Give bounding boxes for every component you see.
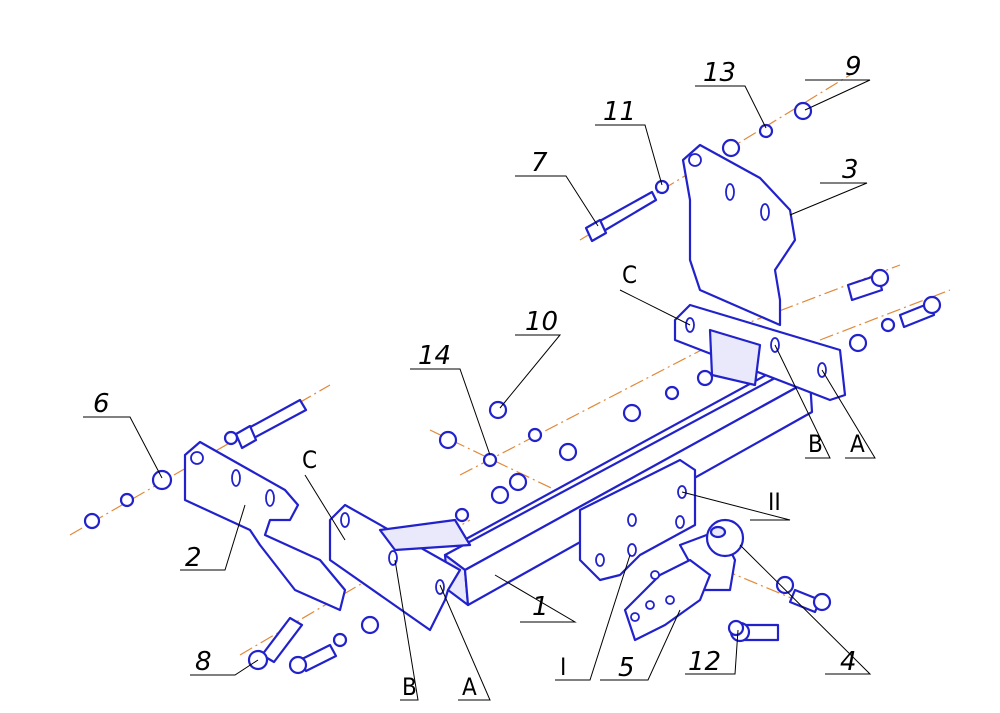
- bolt-7: [584, 190, 658, 243]
- washer-11: [654, 179, 670, 195]
- nut-9: [793, 101, 813, 121]
- washer-lower-right: [775, 575, 795, 595]
- washer-lower-left: [360, 615, 380, 635]
- callout-9: 9: [845, 52, 862, 82]
- washer-center-lower: [508, 472, 528, 492]
- bolt-lower-left: [288, 643, 338, 675]
- bolt-upper-left: [234, 398, 308, 450]
- marker-i: I: [560, 653, 566, 681]
- bolts: [234, 190, 942, 675]
- marker-ii: II: [768, 488, 781, 516]
- callout-2: 2: [185, 543, 202, 573]
- marker-c-left: C: [302, 446, 317, 474]
- callout-10: 10: [525, 307, 558, 337]
- lockwasher-left: [119, 492, 135, 508]
- nut-center-left: [438, 430, 458, 450]
- marker-b-right: B: [808, 430, 823, 458]
- callout-6: 6: [93, 389, 110, 419]
- callout-13: 13: [703, 58, 736, 88]
- nut-left: [83, 512, 101, 530]
- lockwasher-13: [758, 123, 774, 139]
- lockwasher-right: [880, 317, 896, 333]
- bolt-lower-right: [788, 588, 832, 614]
- washer-center: [558, 442, 578, 462]
- washer-upper: [721, 138, 741, 158]
- washer-6: [151, 469, 173, 491]
- callout-numbers: 6 2 3 4 5 7 8 9 10 11 1 12 13 14: [93, 52, 862, 683]
- callout-4: 4: [840, 647, 857, 677]
- nut-beam: [622, 403, 642, 423]
- callout-5: 5: [618, 653, 635, 683]
- callout-12: 12: [688, 647, 721, 677]
- section-markers: C C B A B A I II: [302, 261, 865, 701]
- washer-right: [848, 333, 868, 353]
- bolt-right-bottom: [898, 295, 942, 329]
- cross-beam: [443, 361, 814, 607]
- nut-center-lower: [490, 485, 510, 505]
- marker-a-left: A: [462, 673, 477, 701]
- lockwasher-14: [482, 452, 498, 468]
- callout-14: 14: [418, 341, 451, 371]
- callout-8: 8: [195, 647, 212, 677]
- bolt-right-top: [846, 268, 890, 302]
- washer-left-top: [223, 430, 239, 446]
- callout-1: 1: [532, 592, 549, 622]
- marker-b-left: B: [402, 673, 417, 701]
- lockwasher-beam: [664, 385, 680, 401]
- left-side-plate: [328, 503, 472, 632]
- marker-c-right: C: [622, 261, 637, 289]
- washer-beam: [696, 369, 714, 387]
- center-mount-bracket: [578, 458, 697, 582]
- leader-lines: [83, 79, 876, 701]
- lockwasher-lower-left: [332, 632, 348, 648]
- lockwasher-center-lower: [454, 507, 470, 523]
- lockwasher-center: [527, 427, 543, 443]
- callout-11: 11: [603, 97, 636, 127]
- marker-a-right: A: [850, 430, 865, 458]
- callout-3: 3: [842, 155, 859, 185]
- washer-12: [727, 619, 745, 637]
- right-bracket: [681, 143, 797, 327]
- left-bracket: [183, 440, 347, 612]
- callout-7: 7: [531, 148, 548, 178]
- socket-plate: [623, 558, 712, 642]
